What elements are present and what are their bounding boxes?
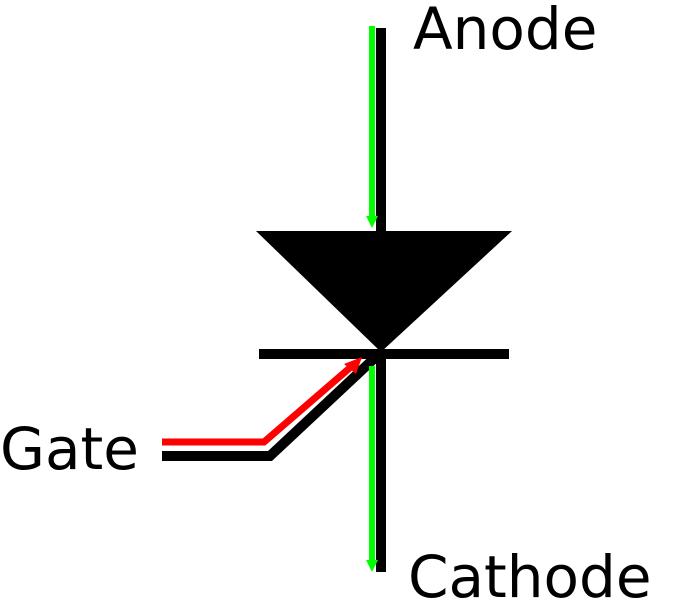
gate-label: Gate [0,415,139,483]
cathode-current-arrowhead [366,560,378,572]
anode-current-arrowhead [366,216,378,228]
diode-triangle [256,231,512,352]
gate-lead [162,350,383,461]
gate-current-arrowhead [344,357,362,374]
cathode-label: Cathode [408,543,652,600]
gate-current-path [162,363,355,446]
anode-label: Anode [413,0,597,63]
